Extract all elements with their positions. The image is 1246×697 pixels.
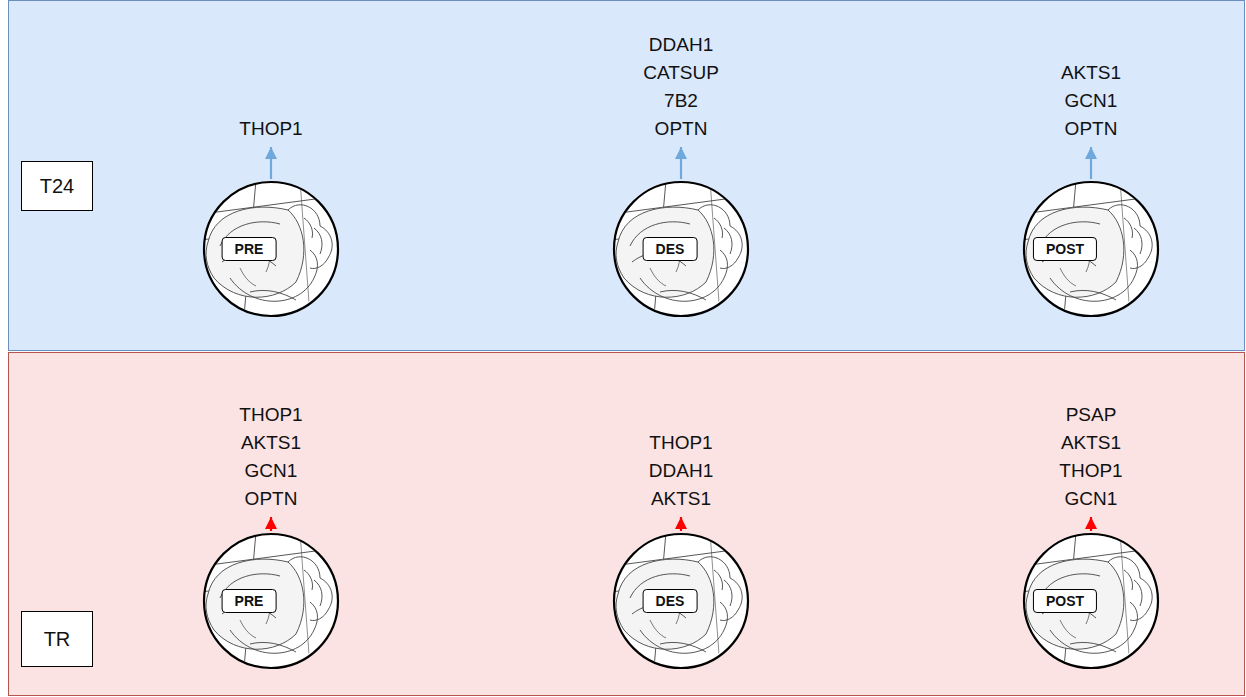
protein-name: CATSUP — [606, 59, 756, 87]
protein-name: GCN1 — [1016, 87, 1166, 115]
stage-circle: PRE — [201, 531, 341, 671]
stage-label: POST — [1033, 237, 1097, 261]
group-label: T24 — [21, 161, 93, 211]
protein-list: PSAPAKTS1THOP1GCN1 — [1016, 401, 1166, 513]
protein-list: THOP1DDAH1AKTS1 — [606, 429, 756, 513]
protein-name: OPTN — [1016, 115, 1166, 143]
protein-name: AKTS1 — [606, 485, 756, 513]
group-band: T24THOP1DDAH1CATSUP7B2OPTNAKTS1GCN1OPTNP… — [8, 0, 1245, 351]
circle-outline-ring — [204, 534, 338, 668]
stage-label: DES — [643, 237, 698, 261]
protein-name: AKTS1 — [196, 429, 346, 457]
protein-name: THOP1 — [606, 429, 756, 457]
protein-name: OPTN — [606, 115, 756, 143]
protein-name: OPTN — [196, 485, 346, 513]
stage-circle: POST — [1021, 179, 1161, 319]
group-band: TRTHOP1AKTS1GCN1OPTNTHOP1DDAH1AKTS1PSAPA… — [8, 352, 1245, 696]
circle-outline-ring — [1024, 534, 1158, 668]
circle-outline-ring — [614, 534, 748, 668]
stage-label: PRE — [222, 237, 277, 261]
protein-name: DDAH1 — [606, 31, 756, 59]
protein-name: GCN1 — [1016, 485, 1166, 513]
protein-list: AKTS1GCN1OPTN — [1016, 59, 1166, 143]
protein-name: AKTS1 — [1016, 59, 1166, 87]
protein-name: THOP1 — [196, 115, 346, 143]
stage-circle: POST — [1021, 531, 1161, 671]
circle-outline-ring — [204, 182, 338, 316]
protein-name: THOP1 — [1016, 457, 1166, 485]
stage-label: DES — [643, 589, 698, 613]
protein-name: AKTS1 — [1016, 429, 1166, 457]
protein-name: THOP1 — [196, 401, 346, 429]
protein-list: DDAH1CATSUP7B2OPTN — [606, 31, 756, 143]
protein-name: PSAP — [1016, 401, 1166, 429]
circle-outline-ring — [1024, 182, 1158, 316]
stage-label: POST — [1033, 589, 1097, 613]
protein-list: THOP1AKTS1GCN1OPTN — [196, 401, 346, 513]
stage-circle: DES — [611, 179, 751, 319]
stage-circle: PRE — [201, 179, 341, 319]
protein-name: DDAH1 — [606, 457, 756, 485]
protein-list: THOP1 — [196, 115, 346, 143]
protein-name: GCN1 — [196, 457, 346, 485]
protein-name: 7B2 — [606, 87, 756, 115]
stage-label: PRE — [222, 589, 277, 613]
circle-outline-ring — [614, 182, 748, 316]
group-label: TR — [21, 611, 93, 667]
stage-circle: DES — [611, 531, 751, 671]
